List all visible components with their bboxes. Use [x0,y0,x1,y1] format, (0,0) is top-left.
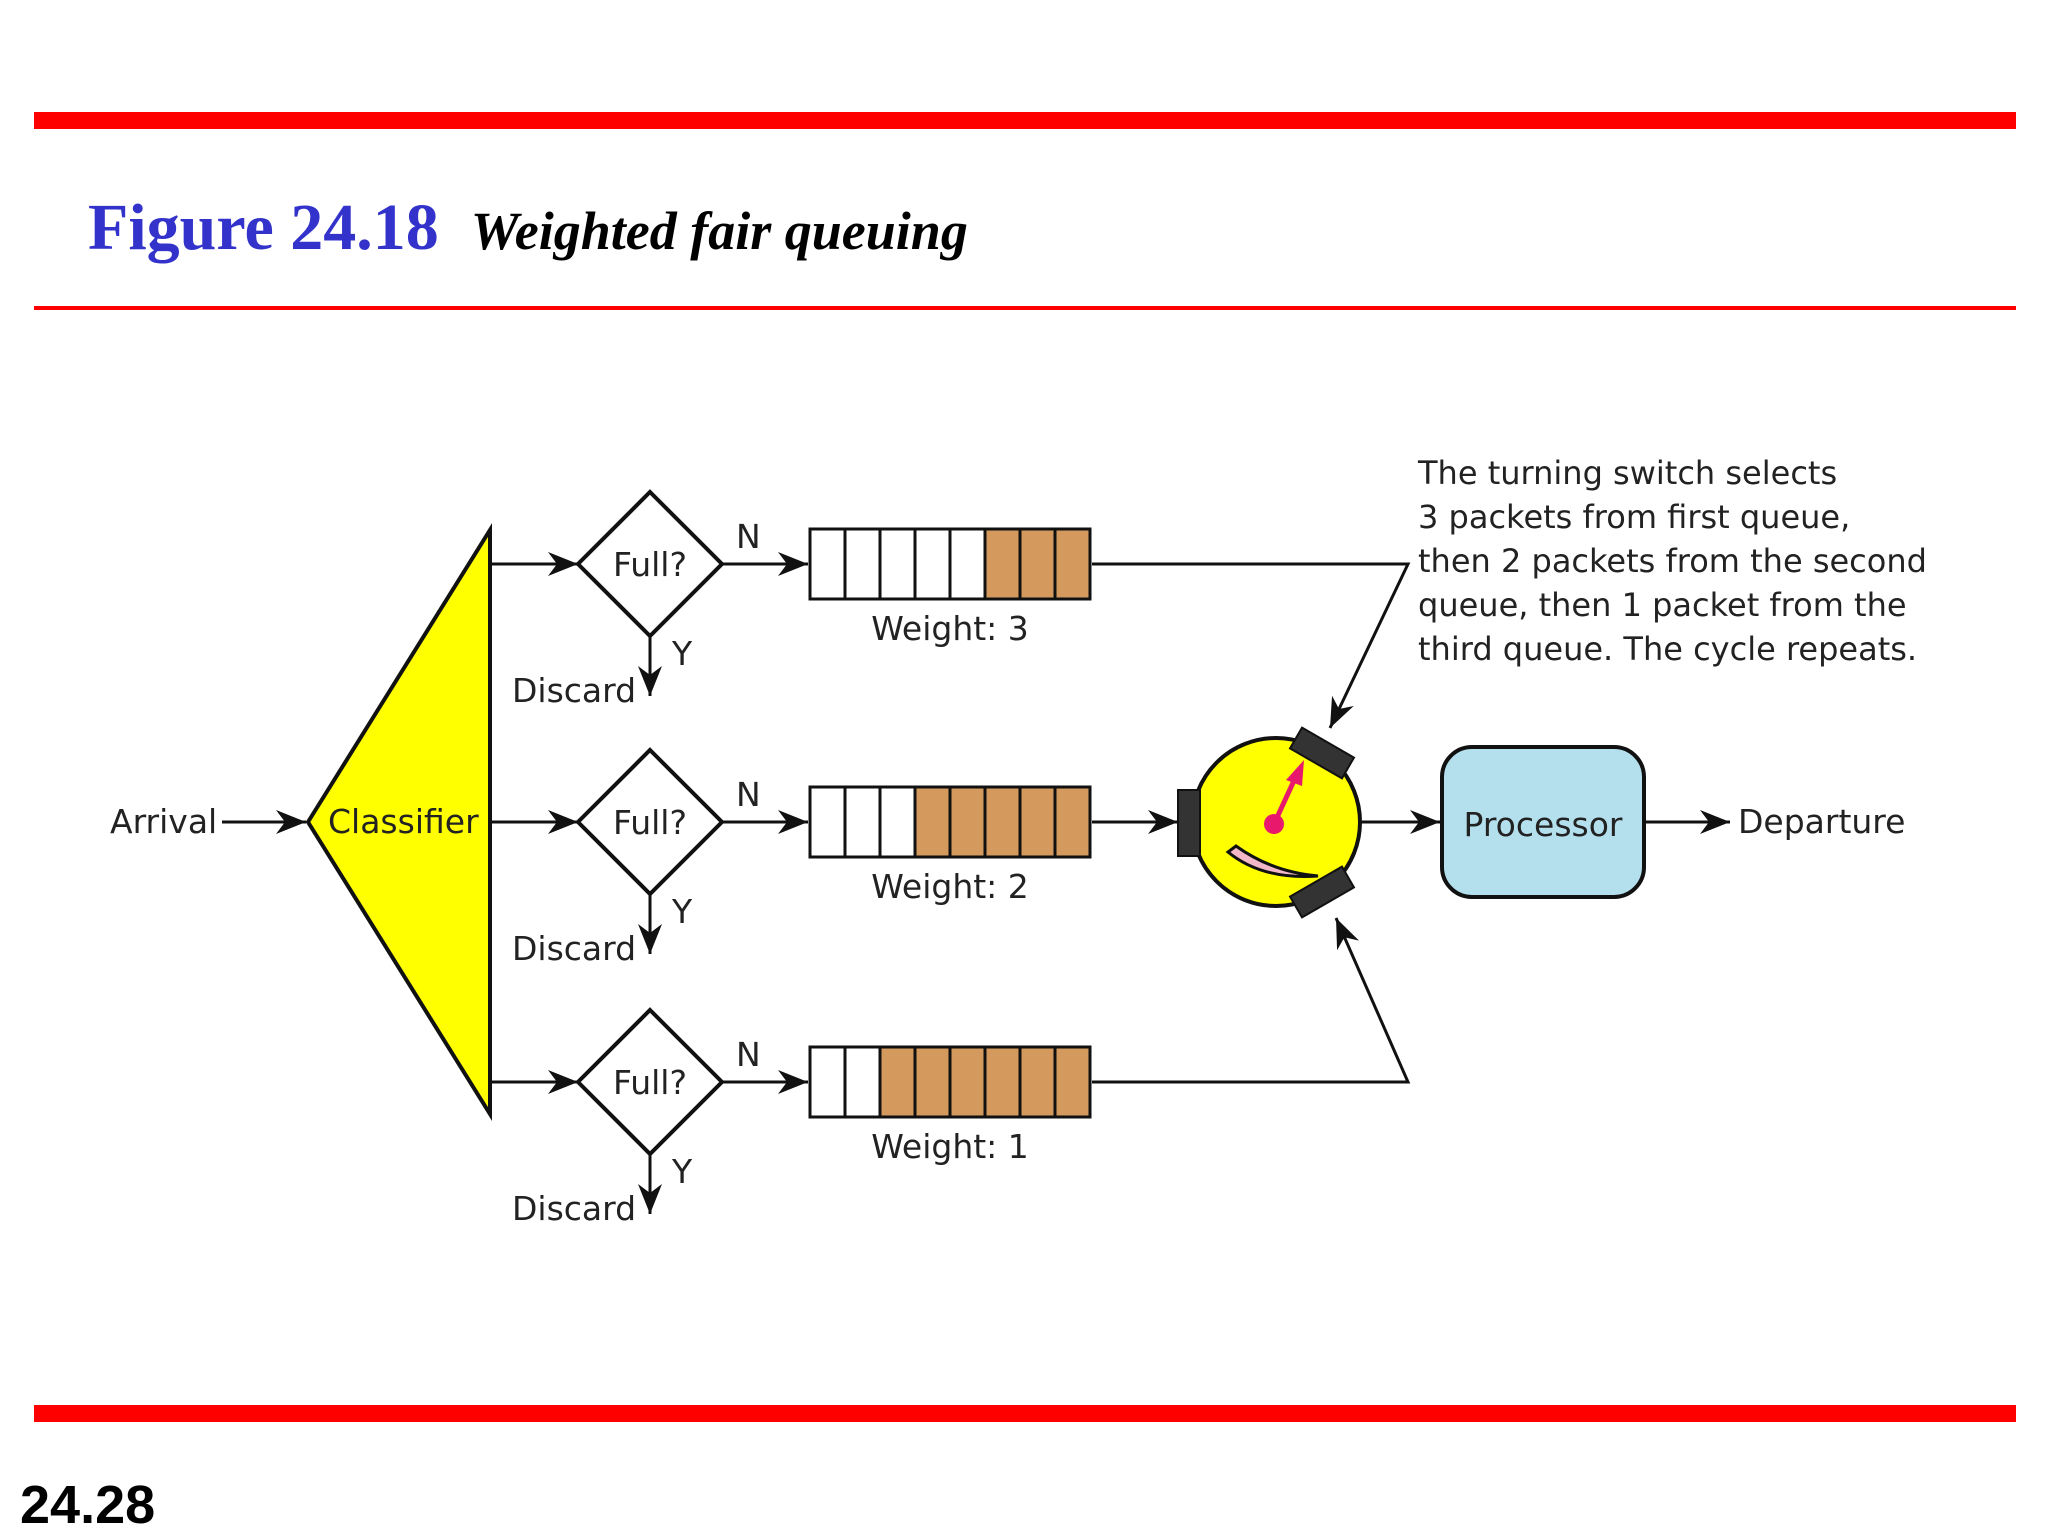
weight-label: Weight: 1 [871,1127,1029,1166]
queue-slot-empty [808,1045,847,1119]
switch-contact-queue1 [1288,726,1356,780]
queue-slot-filled [1053,785,1092,859]
switch-contact-queue3 [1288,865,1356,919]
queue-slot-empty [878,785,917,859]
no-label: N [736,775,761,814]
switch-pointer-head [1286,760,1304,786]
queue-slot-filled [878,1045,917,1119]
queue-slot-empty [808,785,847,859]
queue-row-2: Full? N Y Discard Weight: 2 [490,747,1092,968]
queue-slot-empty [913,527,952,601]
queue-slot-empty [843,1045,882,1119]
queue-slot-filled [983,1045,1022,1119]
figure-number: Figure 24.18 [88,191,439,264]
queue-slot-empty [843,527,882,601]
queue-slot-empty [808,527,847,601]
queue-slot-filled [913,785,952,859]
queue-slot-filled [1053,527,1092,601]
switch-pivot [1264,814,1284,834]
queue-slot-empty [843,785,882,859]
rotation-arrow [1225,844,1319,878]
top-red-rule [34,112,2016,129]
discard-label: Discard [512,929,636,968]
classifier-label: Classifier [328,802,479,841]
full-decision-label: Full? [613,545,687,584]
queue-slot-filled [1053,1045,1092,1119]
queue-slot-filled [1018,1045,1057,1119]
note-line-5: third queue. The cycle repeats. [1418,630,1917,668]
queue-slot-filled [1018,785,1057,859]
no-label: N [736,1035,761,1074]
queue3-to-switch-line [1092,917,1411,1084]
page-number: 24.28 [20,1475,156,1535]
turning-switch [1177,726,1362,919]
discard-label: Discard [512,1189,636,1228]
processor-label: Processor [1464,805,1623,844]
queue-slot-filled [983,785,1022,859]
full-decision-label: Full? [613,1063,687,1102]
note-line-2: 3 packets from first queue, [1418,498,1850,536]
queue-slot-filled [983,527,1022,601]
switch-contact-queue2 [1177,789,1201,857]
bottom-red-rule [34,1405,2016,1422]
discard-label: Discard [512,671,636,710]
queue-slot-filled [948,1045,987,1119]
heading-underline-rule [34,306,2016,310]
queue-slot-empty [948,527,987,601]
note-line-3: then 2 packets from the second [1418,542,1927,580]
queue-row-3: Full? N Y Discard Weight: 1 [490,1007,1092,1228]
yes-label: Y [671,1152,693,1191]
yes-label: Y [671,634,693,673]
no-label: N [736,517,761,556]
queue-slot-filled [948,785,987,859]
switch-note: The turning switch selects 3 packets fro… [1417,454,1927,668]
queue1-to-switch-line [1092,562,1411,729]
arrival-label: Arrival [110,802,217,841]
note-line-4: queue, then 1 packet from the [1418,586,1907,624]
queue-slot-empty [878,527,917,601]
queue-row-1: Full? N Y Discard Weight: 3 [490,489,1092,710]
departure-label: Departure [1738,802,1905,841]
queue-slot-filled [1018,527,1057,601]
queue-slot-filled [913,1045,952,1119]
weight-label: Weight: 3 [871,609,1029,648]
weight-label: Weight: 2 [871,867,1029,906]
full-decision-label: Full? [613,803,687,842]
figure-heading: Figure 24.18 Weighted fair queuing [88,190,968,266]
figure-title: Weighted fair queuing [470,201,968,261]
note-line-1: The turning switch selects [1417,454,1837,492]
yes-label: Y [671,892,693,931]
